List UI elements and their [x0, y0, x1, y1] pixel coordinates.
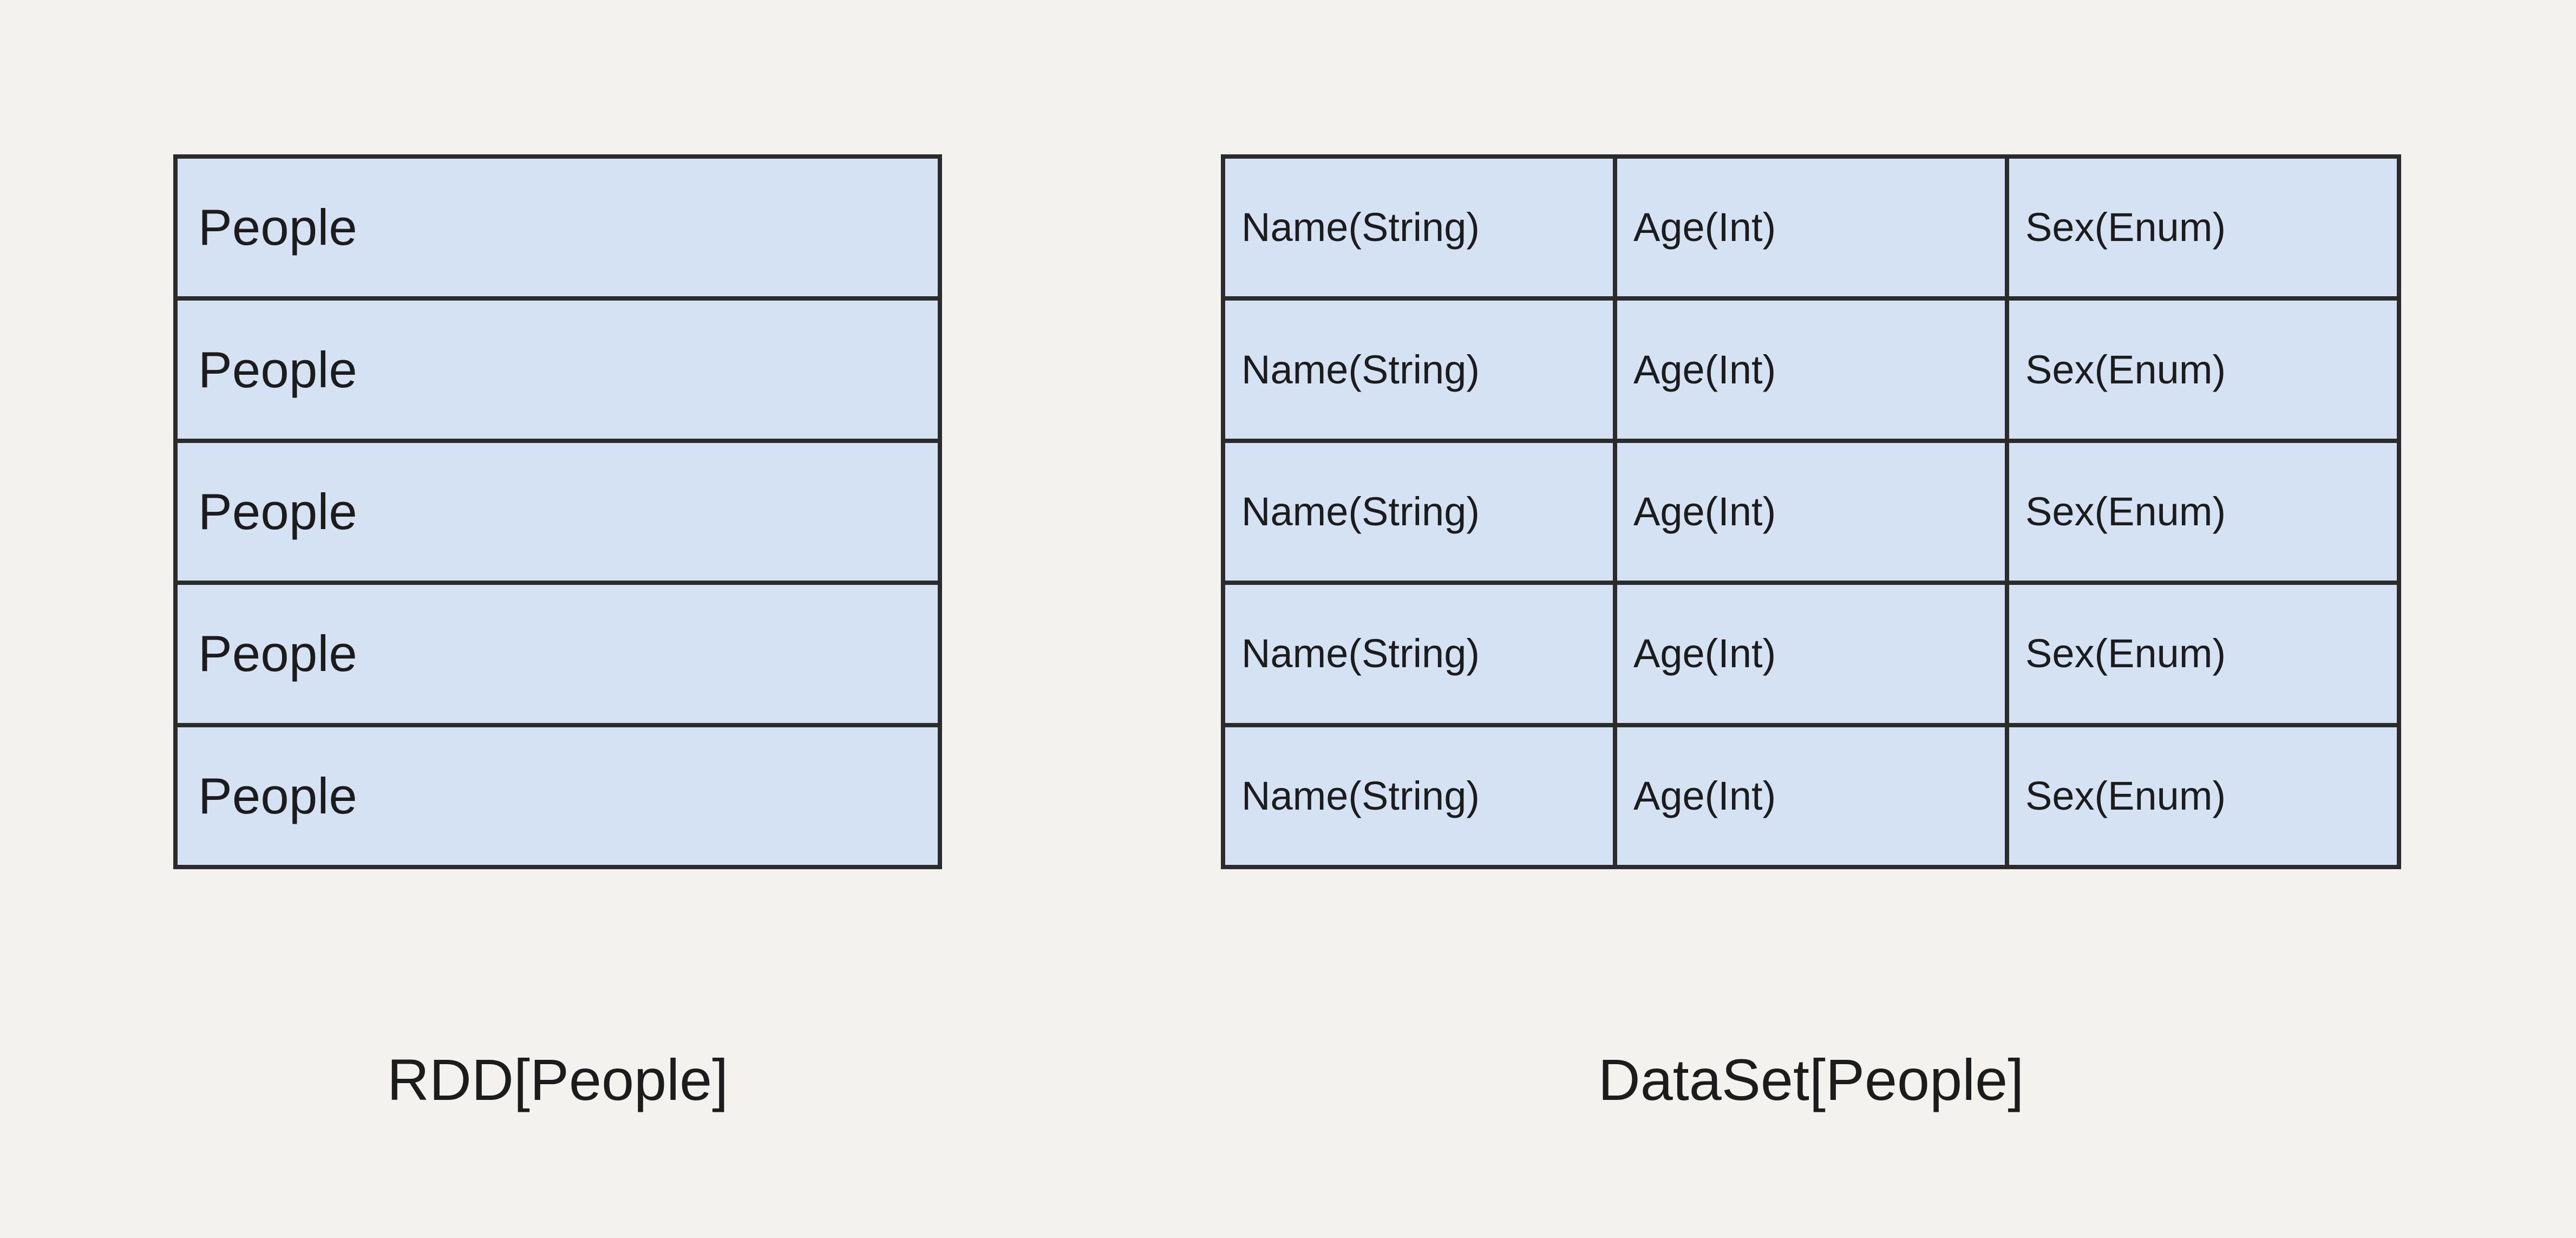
table-cell-age: Age(Int)	[1617, 585, 2009, 723]
table-cell-label: Sex(Enum)	[2025, 773, 2226, 818]
rdd-stack: People People People People People	[173, 154, 942, 869]
rdd-row-label: People	[198, 625, 357, 682]
table-cell-name: Name(String)	[1225, 159, 1617, 297]
rdd-row: People	[178, 442, 938, 585]
table-cell-label: Name(String)	[1241, 347, 1480, 392]
table-cell-name: Name(String)	[1225, 442, 1617, 581]
table-row: Name(String) Age(Int) Sex(Enum)	[1225, 301, 2397, 443]
table-cell-label: Name(String)	[1241, 489, 1480, 535]
table-cell-label: Sex(Enum)	[2025, 347, 2226, 392]
rdd-row-label: People	[198, 767, 357, 824]
table-cell-label: Age(Int)	[1633, 347, 1776, 392]
table-cell-name: Name(String)	[1225, 727, 1617, 865]
table-row: Name(String) Age(Int) Sex(Enum)	[1225, 727, 2397, 865]
table-cell-label: Name(String)	[1241, 631, 1480, 676]
table-row: Name(String) Age(Int) Sex(Enum)	[1225, 585, 2397, 727]
rdd-row-label: People	[198, 199, 357, 256]
table-cell-label: Sex(Enum)	[2025, 205, 2226, 250]
rdd-row: People	[178, 585, 938, 727]
dataset-table: Name(String) Age(Int) Sex(Enum) Name(Str…	[1221, 154, 2401, 869]
table-cell-name: Name(String)	[1225, 301, 1617, 439]
table-cell-age: Age(Int)	[1617, 442, 2009, 581]
table-cell-label: Sex(Enum)	[2025, 489, 2226, 535]
rdd-row-label: People	[198, 483, 357, 540]
table-cell-name: Name(String)	[1225, 585, 1617, 723]
rdd-row-label: People	[198, 341, 357, 398]
table-cell-age: Age(Int)	[1617, 301, 2009, 439]
table-cell-label: Name(String)	[1241, 773, 1480, 818]
table-cell-age: Age(Int)	[1617, 159, 2009, 297]
rdd-row: People	[178, 159, 938, 301]
rdd-caption: RDD[People]	[387, 1047, 729, 1112]
table-cell-sex: Sex(Enum)	[2009, 442, 2397, 581]
table-cell-sex: Sex(Enum)	[2009, 301, 2397, 439]
table-cell-label: Age(Int)	[1633, 489, 1776, 535]
table-cell-label: Age(Int)	[1633, 631, 1776, 676]
table-row: Name(String) Age(Int) Sex(Enum)	[1225, 159, 2397, 301]
table-cell-label: Name(String)	[1241, 205, 1480, 250]
table-cell-label: Sex(Enum)	[2025, 631, 2226, 676]
table-cell-label: Age(Int)	[1633, 773, 1776, 818]
table-cell-sex: Sex(Enum)	[2009, 159, 2397, 297]
table-cell-sex: Sex(Enum)	[2009, 585, 2397, 723]
rdd-row: People	[178, 727, 938, 865]
rdd-row: People	[178, 301, 938, 443]
table-cell-sex: Sex(Enum)	[2009, 727, 2397, 865]
dataset-caption: DataSet[People]	[1598, 1047, 2024, 1112]
table-cell-age: Age(Int)	[1617, 727, 2009, 865]
table-cell-label: Age(Int)	[1633, 205, 1776, 250]
table-row: Name(String) Age(Int) Sex(Enum)	[1225, 442, 2397, 585]
